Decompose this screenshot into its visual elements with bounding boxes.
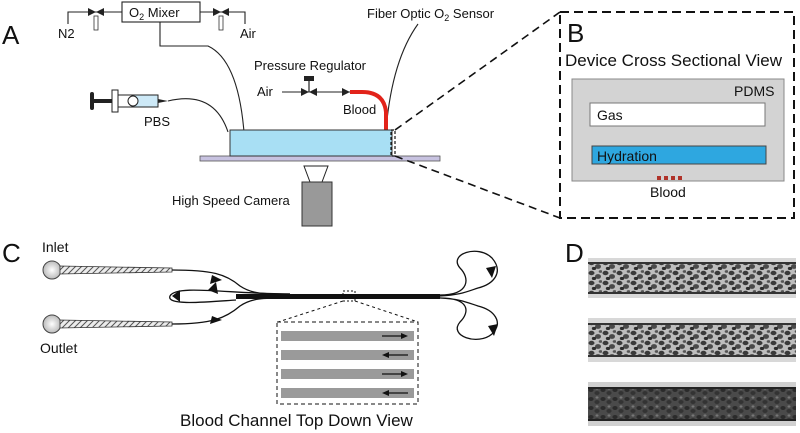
camera-label: High Speed Camera: [172, 193, 291, 208]
glass-slide: [199, 155, 441, 162]
flow-arrow-icon: [210, 316, 222, 324]
o2-mixer-box: [121, 1, 201, 23]
n2-valve-icon: [88, 8, 104, 31]
blood-tube-label: Blood: [343, 102, 376, 117]
flow-arrow-icon: [172, 290, 180, 302]
hydration-channel: [591, 145, 767, 165]
outlet-label: Outlet: [40, 340, 77, 356]
air-valve-icon: [213, 8, 229, 31]
outlet-port: [42, 314, 62, 334]
zoom-line-top: [394, 11, 561, 131]
inlet-filter: [59, 265, 173, 275]
pressure-regulator-label: Pressure Regulator: [254, 58, 367, 73]
mixer-tube: [159, 22, 245, 133]
pdms-label: PDMS: [734, 83, 774, 99]
channel-zoom-line-right: [354, 300, 419, 323]
camera-icon: [301, 165, 333, 227]
channel-network-right: [439, 250, 498, 340]
panel-label-c: C: [2, 238, 21, 268]
top-down-channels: [281, 331, 414, 398]
zoom-region: [390, 129, 396, 157]
o2-mixer-label: O2 Mixer: [129, 5, 180, 22]
pbs-tube: [167, 98, 229, 133]
cross-section-title: Device Cross Sectional View: [565, 51, 783, 70]
n2-label: N2: [58, 26, 75, 41]
gas-label: Gas: [597, 107, 623, 123]
zoom-line-bottom: [394, 155, 561, 219]
pressure-regulator-icon: [301, 76, 317, 96]
syringe-icon: [90, 89, 168, 113]
air-regulator-label: Air: [257, 84, 274, 99]
flow-arrow-icon: [488, 324, 498, 336]
blood-tube: [350, 90, 388, 130]
microfluidic-device: [229, 129, 393, 157]
cross-section-frame: [559, 11, 795, 219]
fiber-sensor-label: Fiber Optic O2 Sensor: [367, 6, 495, 23]
channel-zoom-region: [342, 290, 356, 302]
air-top-label: Air: [240, 26, 257, 41]
main-blood-channel: [236, 294, 440, 299]
channel-zoom-line-left: [277, 300, 344, 323]
inlet-label: Inlet: [42, 239, 69, 255]
top-down-flow-arrows: [382, 333, 408, 396]
micrograph-1: [588, 258, 796, 298]
panel-label-b: B: [567, 18, 584, 48]
regulator-arrow-icon: [342, 88, 350, 96]
fiber-optic-cable: [385, 23, 419, 131]
inlet-port: [42, 260, 62, 280]
flow-arrow-icon: [210, 275, 222, 284]
micrograph-2: [588, 318, 796, 362]
gas-channel: [589, 102, 766, 127]
flow-arrow-icon: [486, 266, 496, 278]
blood-channel-dots: [657, 176, 682, 180]
panel-label-a: A: [2, 20, 20, 50]
flow-arrow-icon: [208, 282, 218, 294]
micrograph-3: [588, 382, 796, 426]
panel-label-d: D: [565, 238, 584, 268]
outlet-filter: [59, 319, 173, 329]
blood-label-b: Blood: [650, 184, 686, 200]
hydration-label: Hydration: [597, 148, 657, 164]
pbs-label: PBS: [144, 114, 170, 129]
top-down-caption: Blood Channel Top Down View: [180, 411, 414, 430]
